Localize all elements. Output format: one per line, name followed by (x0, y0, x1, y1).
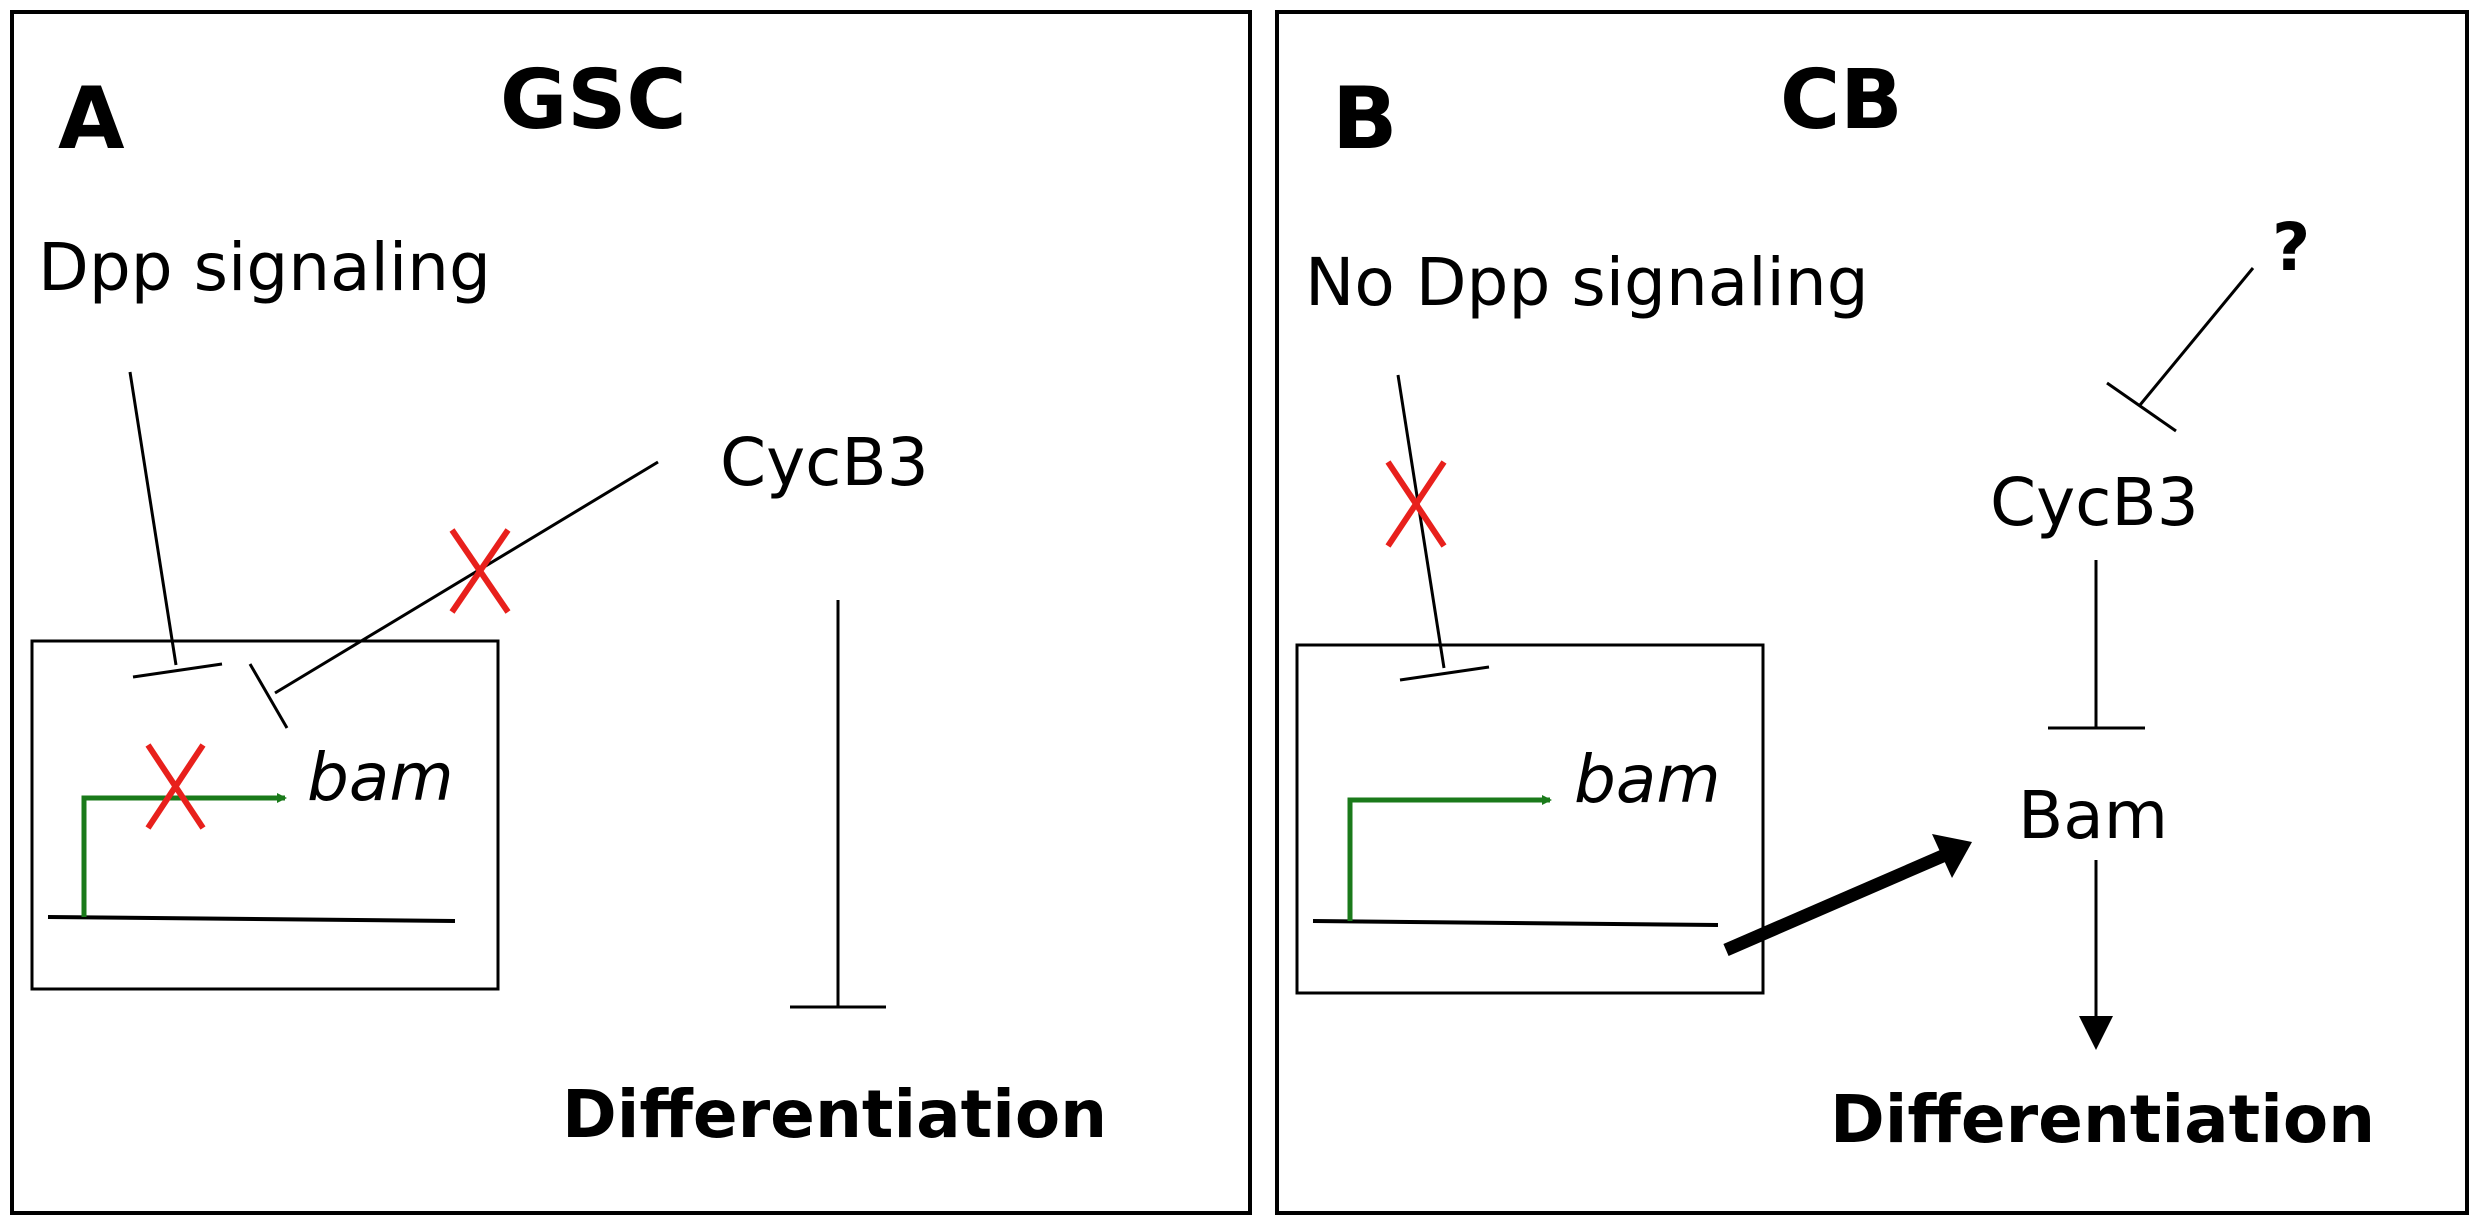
panel-b-promoter-arrow (1347, 795, 1552, 921)
panel-b-unknown-label: ? (2272, 209, 2310, 286)
panel-b: B CB No Dpp signaling ? CycB3 bam Bam (1275, 10, 2469, 1215)
panel-a-title: GSC (500, 53, 687, 148)
panel-b-expression-arrow (1723, 849, 1948, 956)
panel-a-letter: A (58, 69, 125, 169)
panel-b-dpp-block-x (1385, 460, 1447, 548)
panel-a-gene-box (30, 639, 500, 991)
panel-a-cycb3-inhibition-line (274, 460, 659, 695)
panel-b-dna-line (1312, 919, 1719, 927)
panel-b-frame (1275, 10, 2469, 1215)
panel-a-dpp-inhibition-line (128, 371, 178, 666)
panel-a-transcription-block-x (145, 743, 206, 830)
panel-a: A GSC Dpp signaling CycB3 bam Differenti… (10, 10, 1252, 1215)
panel-b-differentiation-arrowhead (2079, 1016, 2113, 1050)
panel-b-gene-box (1295, 643, 1765, 995)
panel-a-regulator-label: CycB3 (720, 424, 929, 501)
panel-b-regulator-label: CycB3 (1990, 464, 2199, 541)
panel-a-dpp-inhibition-bar (132, 662, 223, 679)
panel-b-dpp-inhibition-line (1396, 374, 1446, 669)
panel-b-outcome-label: Differentiation (1830, 1081, 2375, 1158)
panel-a-cycb3-block-x (449, 528, 511, 614)
panel-b-dpp-inhibition-bar (1399, 665, 1490, 682)
panel-b-protein-label: Bam (2018, 777, 2168, 854)
panel-b-expression-arrowhead (1932, 834, 1972, 878)
panel-b-unknown-inhibition-bar (2106, 381, 2177, 433)
panel-b-gene-label: bam (1574, 741, 1721, 818)
panel-a-promoter-arrow (81, 793, 287, 917)
panel-a-dna-line (47, 915, 456, 923)
panel-a-outcome-label: Differentiation (562, 1076, 1107, 1153)
panel-b-unknown-inhibition-line (2138, 267, 2255, 406)
panel-a-cycb3-inhibition-bar (248, 663, 289, 729)
panel-a-gene-label: bam (307, 739, 454, 816)
panel-b-signal-label: No Dpp signaling (1305, 244, 1869, 321)
panel-b-letter: B (1332, 69, 1398, 169)
panel-a-frame (10, 10, 1252, 1215)
panel-b-title: CB (1780, 53, 1903, 148)
panel-a-signal-label: Dpp signaling (38, 229, 491, 306)
